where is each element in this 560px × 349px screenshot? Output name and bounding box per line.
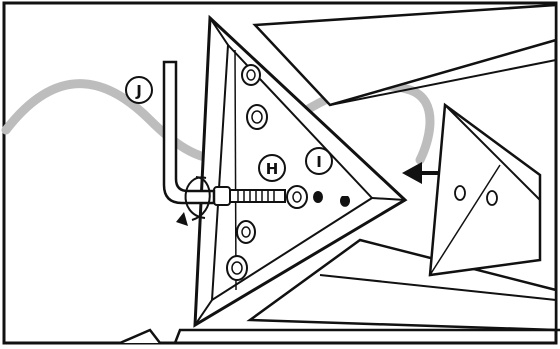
callout-hole-label: I xyxy=(316,153,322,171)
bracket-bolt xyxy=(242,65,260,85)
bracket-bolt xyxy=(247,105,267,129)
bracket-bolt xyxy=(237,221,255,243)
callout-wrench-label: J xyxy=(135,82,142,100)
callout-wrench: J xyxy=(126,77,152,103)
beam-hole xyxy=(455,186,465,200)
beam-hole xyxy=(487,191,497,205)
bracket-bolt xyxy=(227,256,247,280)
callout-bolt: H xyxy=(259,155,285,181)
callout-hole: I xyxy=(306,148,332,174)
bracket-hole xyxy=(313,191,323,203)
callout-bolt-label: H xyxy=(266,160,279,178)
